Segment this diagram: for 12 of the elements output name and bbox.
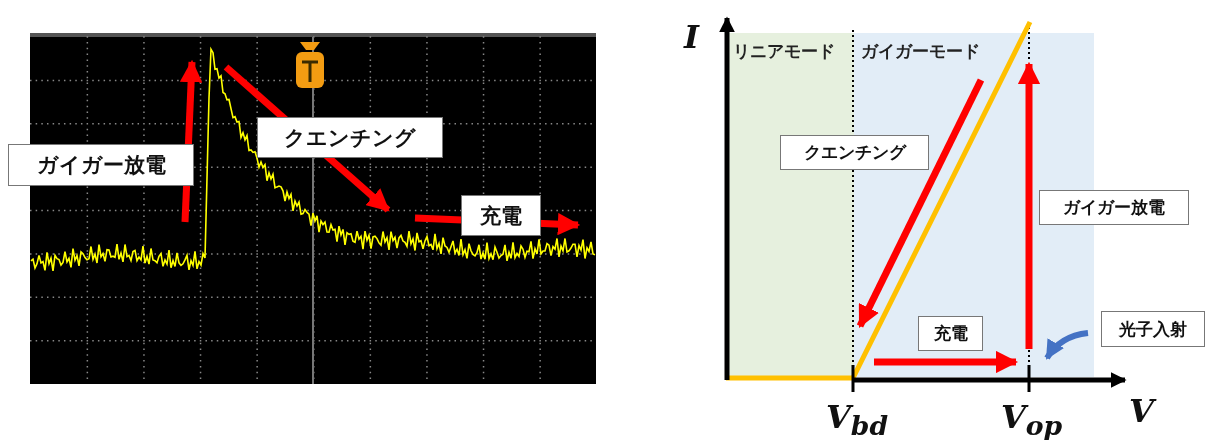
callout-box: クエンチング (257, 117, 443, 158)
axis-label: V$_{bd}$ (826, 398, 889, 442)
callout-box: ガイガー放電 (8, 144, 194, 186)
region-label: ガイガーモード (861, 40, 980, 63)
callout-box: 光子入射 (1101, 311, 1205, 347)
callout-box: 充電 (461, 195, 541, 236)
callout-box: 充電 (918, 316, 983, 351)
axis-label: I (684, 18, 699, 56)
region-label: リニアモード (733, 40, 835, 63)
axis-label: V$_{op}$ (1001, 398, 1063, 442)
callout-box: ガイガー放電 (1039, 190, 1189, 225)
callout-box: クエンチング (780, 135, 929, 170)
